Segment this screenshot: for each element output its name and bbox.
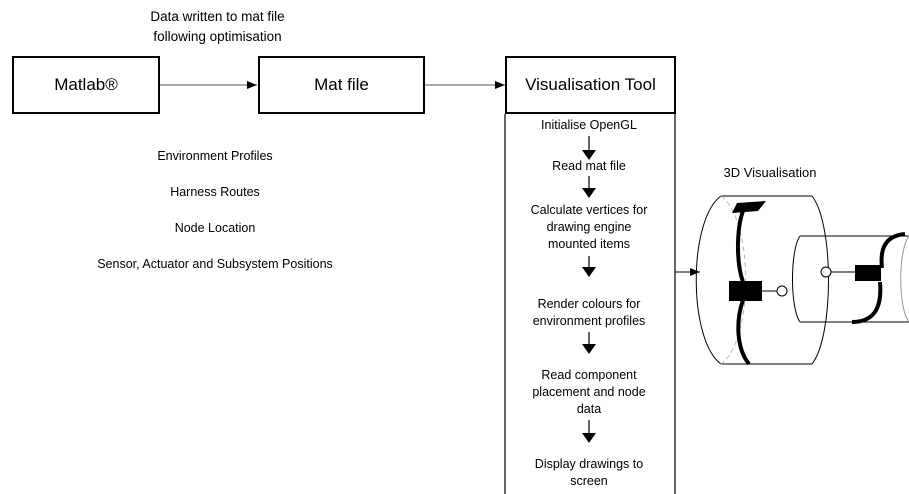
vis-3d-label: 3D Visualisation: [723, 165, 817, 180]
engine-3d-drawing: [695, 195, 909, 366]
step-display: Display drawings to screen: [534, 457, 644, 488]
data-list-item: Harness Routes: [170, 185, 260, 199]
step-calc-vertices: Calculate vertices for drawing engine mo…: [530, 203, 648, 251]
matlab-label: Matlab®: [54, 75, 118, 94]
vistool-column-outline: [504, 114, 676, 494]
data-list: Environment Profiles Harness Routes Node…: [60, 129, 370, 291]
mat-file-box: Mat file: [258, 56, 425, 114]
vis-tool-box: Visualisation Tool: [505, 56, 676, 114]
data-list-item: Sensor, Actuator and Subsystem Positions: [97, 257, 333, 271]
rear-harness: [851, 232, 906, 324]
step-read-mat: Read mat file: [552, 159, 626, 173]
step-render-colours: Render colours for environment profiles: [532, 297, 646, 328]
step-arrows: [582, 136, 596, 443]
data-list-item: Environment Profiles: [157, 149, 273, 163]
vis-tool-label: Visualisation Tool: [525, 75, 656, 94]
matlab-box: Matlab®: [12, 56, 160, 114]
rear-cylinder: [800, 235, 909, 323]
component-blocks: [729, 201, 881, 301]
mat-file-label: Mat file: [314, 75, 369, 94]
step-initialise: Initialise OpenGL: [541, 118, 637, 132]
top-note: Data written to mat file following optim…: [150, 9, 285, 44]
front-cylinder: [721, 195, 812, 365]
step-read-component: Read component placement and node data: [532, 368, 646, 416]
data-list-item: Node Location: [174, 221, 256, 235]
